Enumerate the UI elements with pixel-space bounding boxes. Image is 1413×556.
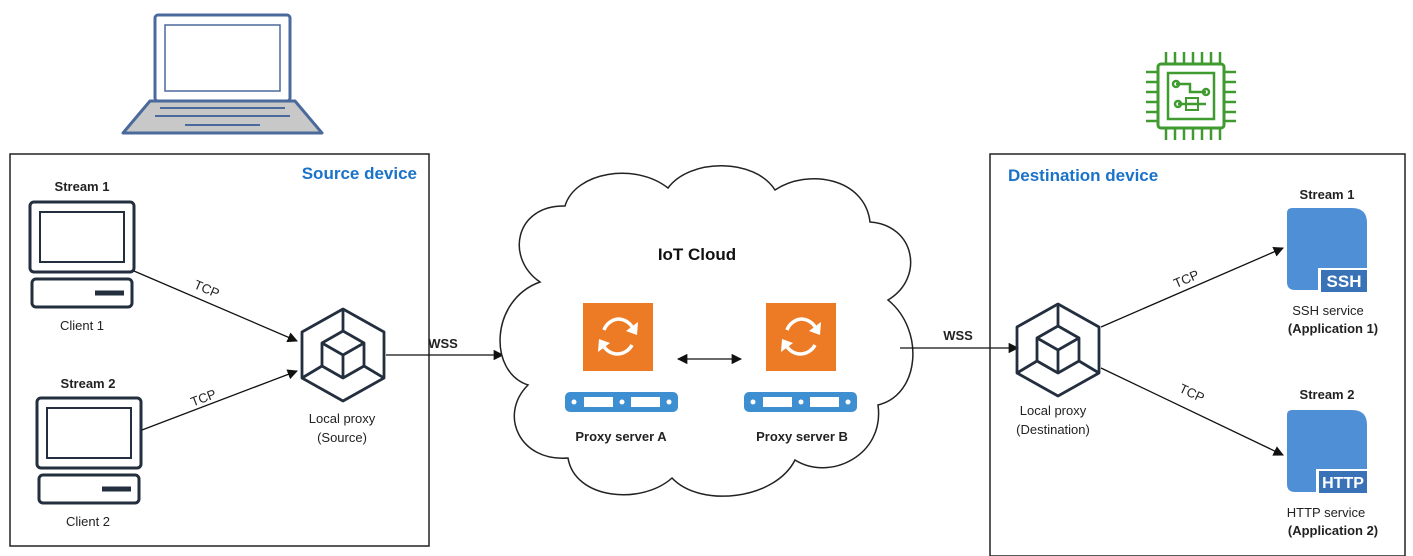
- source-device-box: [9, 153, 430, 547]
- client-1-stream-label: Stream 1: [55, 179, 110, 194]
- app-2-label-line2: (Application 2): [1288, 523, 1378, 538]
- laptop-icon: [121, 13, 324, 135]
- client-1-label: Client 1: [60, 318, 104, 333]
- tcp-label-app-2: TCP: [1177, 381, 1207, 406]
- destination-device-title: Destination device: [1008, 166, 1158, 185]
- application-service-icon: SSH: [1287, 208, 1368, 294]
- desktop-computer-icon: [28, 200, 136, 309]
- cube-icon: [1015, 302, 1101, 398]
- app-1-label-line2: (Application 1): [1288, 321, 1378, 336]
- destination-proxy-label-line1: Local proxy: [1020, 403, 1087, 418]
- proxy-server-a-label: Proxy server A: [575, 429, 667, 444]
- app-1-label-line1: SSH service: [1292, 303, 1364, 318]
- wss-label-destination: WSS: [943, 328, 973, 343]
- source-device-title: Source device: [302, 164, 417, 183]
- proxy-server-icon: [565, 303, 678, 412]
- application-service-icon: HTTP: [1287, 410, 1368, 495]
- destination-device-box: [989, 153, 1406, 556]
- desktop-computer-icon: [35, 396, 143, 505]
- tcp-arrow-app-1: [1100, 246, 1284, 328]
- app-2-stream-label: Stream 2: [1300, 387, 1355, 402]
- source-proxy-label-line1: Local proxy: [309, 411, 376, 426]
- app-2-label-line1: HTTP service: [1287, 505, 1366, 520]
- tcp-arrow-client-1: [133, 270, 298, 343]
- cube-icon: [300, 307, 386, 403]
- wss-label-source: WSS: [428, 336, 458, 351]
- client-2-label: Client 2: [66, 514, 110, 529]
- proxy-server-icon: [744, 303, 857, 412]
- tcp-arrow-client-2: [141, 369, 298, 431]
- proxy-server-b-label: Proxy server B: [756, 429, 848, 444]
- iot-cloud-shape: [499, 165, 914, 497]
- tcp-arrow-app-2: [1100, 367, 1284, 456]
- tcp-label-app-1: TCP: [1171, 267, 1201, 291]
- iot-cloud-title: IoT Cloud: [658, 245, 736, 264]
- ssh-badge: SSH: [1327, 272, 1362, 291]
- app-1-stream-label: Stream 1: [1300, 187, 1355, 202]
- http-badge: HTTP: [1322, 475, 1364, 492]
- destination-proxy-label-line2: (Destination): [1016, 422, 1090, 437]
- client-2-stream-label: Stream 2: [61, 376, 116, 391]
- microchip-icon: [1146, 52, 1236, 140]
- source-proxy-label-line2: (Source): [317, 430, 367, 445]
